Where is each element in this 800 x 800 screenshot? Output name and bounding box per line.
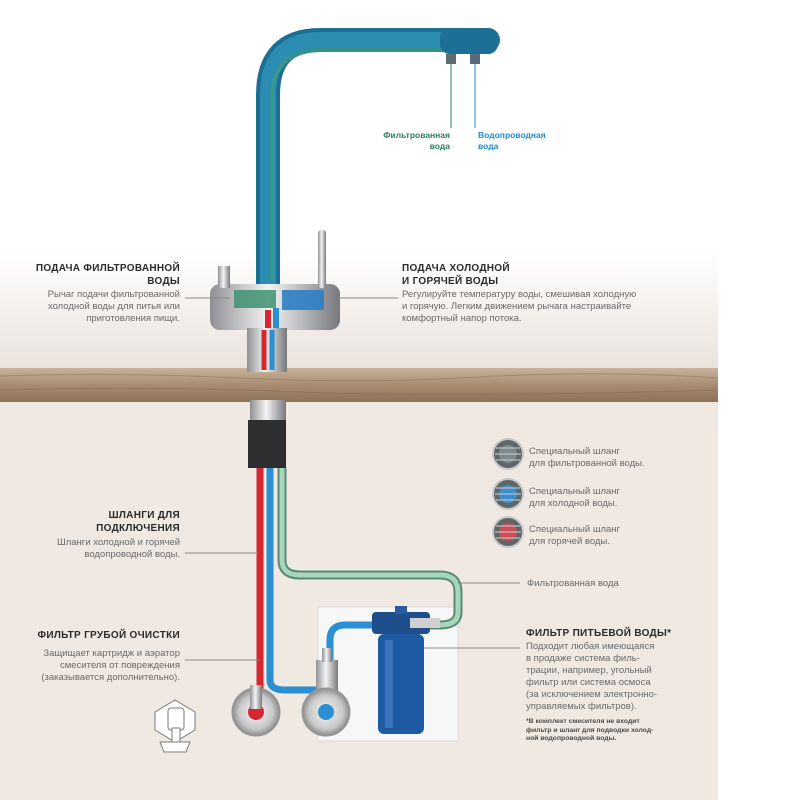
t-fitting <box>316 660 338 694</box>
tap-water-label: Водопроводная вода <box>478 130 546 151</box>
faucet-spout <box>256 28 500 297</box>
filter-canister <box>378 634 424 734</box>
cold-hose <box>266 468 330 694</box>
left-supply-text: Рычаг подачи фильтрованной холодной воды… <box>47 289 180 324</box>
drinking-filter-text: Подходит любая имеющаяся в продаже систе… <box>526 641 658 712</box>
legend-filtered-text: Специальный шланг для фильтрованной воды… <box>529 446 645 469</box>
filter-head <box>372 612 430 634</box>
right-supply-title: ПОДАЧА ХОЛОДНОЙ И ГОРЯЧЕЙ ВОДЫ <box>402 263 510 287</box>
mixer-lever <box>318 230 326 288</box>
right-supply-text: Регулируйте температуру воды, смешивая х… <box>402 289 637 324</box>
legend-hose-cold <box>492 478 524 510</box>
spout-head <box>440 28 498 54</box>
countertop <box>0 368 718 402</box>
drinking-filter-title: ФИЛЬТР ПИТЬЕВОЙ ВОДЫ* <box>526 628 672 639</box>
filtered-water-tap-label: Фильтрованная вода <box>383 130 450 151</box>
left-supply-title: ПОДАЧА ФИЛЬТРОВАННОЙ ВОДЫ <box>35 263 180 287</box>
filtered-outlet <box>446 54 456 64</box>
faucet-base <box>247 328 287 372</box>
hoses-title: ШЛАНГИ ДЛЯ ПОДКЛЮЧЕНИЯ <box>96 510 180 534</box>
hoses-text: Шланги холодной и горячей водопроводной … <box>57 537 180 560</box>
coarse-filter-illustration <box>154 699 196 753</box>
filter-inlet-hose <box>326 621 378 690</box>
legend-hot-text: Специальный шланг для горячей воды. <box>529 524 620 547</box>
legend-cold-text: Специальный шланг для холодной воды. <box>529 486 620 509</box>
legend-hose-hot <box>492 516 524 548</box>
tap-outlet <box>470 54 480 64</box>
filtered-lever <box>218 266 230 288</box>
legend-hose-filtered <box>492 438 524 470</box>
shank <box>248 420 286 468</box>
coarse-filter-title: ФИЛЬТР ГРУБОЙ ОЧИСТКИ <box>37 630 180 641</box>
coarse-filter-text: Защищает картридж и аэратор смесителя от… <box>41 648 180 683</box>
footnote: *В комплект смесителя не входит фильтр и… <box>526 718 654 742</box>
wall-shading <box>0 250 718 370</box>
filtered-water-line-label: Фильтрованная вода <box>527 578 619 589</box>
